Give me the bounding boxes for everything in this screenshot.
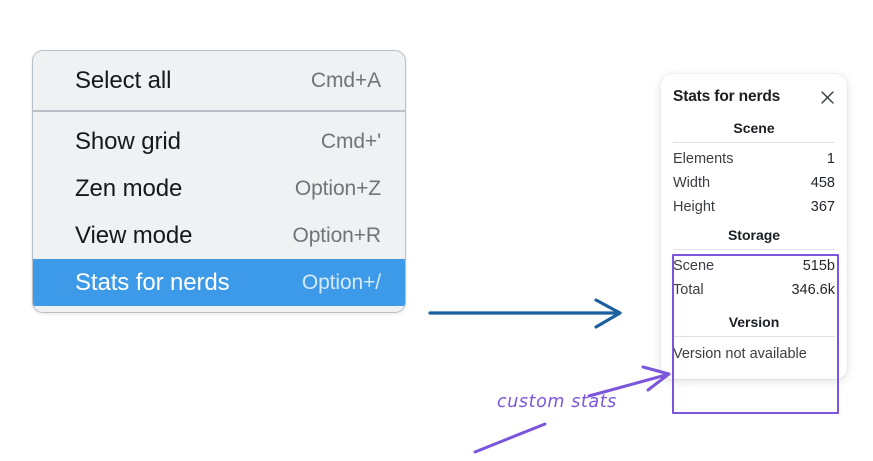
section-divider <box>673 142 835 143</box>
section-version: Version Version not available <box>661 312 847 367</box>
section-scene: Scene Elements 1 Width 458 Height 367 <box>661 118 847 219</box>
menu-group-2: Show grid Cmd+' Zen mode Option+Z View m… <box>33 110 405 312</box>
stat-label: Scene <box>673 258 715 274</box>
menu-item-zen-mode[interactable]: Zen mode Option+Z <box>33 165 405 212</box>
flow-arrow-blue <box>428 298 622 329</box>
menu-item-select-all[interactable]: Select all Cmd+A <box>33 57 405 104</box>
panel-title: Stats for nerds <box>673 88 781 105</box>
section-storage: Storage Scene 515b Total 346.6k <box>661 225 847 302</box>
stat-label: Total <box>673 282 704 298</box>
menu-item-label: Show grid <box>75 127 181 155</box>
section-heading: Storage <box>727 227 781 243</box>
menu-item-view-mode[interactable]: View mode Option+R <box>33 212 405 259</box>
stat-label: Height <box>673 199 715 215</box>
menu-item-shortcut: Option+/ <box>301 270 381 294</box>
section-divider <box>673 336 835 337</box>
stats-for-nerds-panel: Stats for nerds Scene Elements 1 Width 4… <box>661 74 847 379</box>
annotation-underline-stroke <box>473 422 547 454</box>
menu-item-shortcut: Cmd+' <box>320 129 381 153</box>
stat-row: Total 346.6k <box>661 278 847 302</box>
custom-stats-annotation-label: custom stats <box>497 392 617 412</box>
menu-item-label: Stats for nerds <box>75 268 230 296</box>
menu-item-label: View mode <box>75 221 193 249</box>
stat-row: Scene 515b <box>661 254 847 278</box>
panel-header: Stats for nerds <box>661 88 847 106</box>
section-heading: Scene <box>733 120 775 136</box>
stat-row: Elements 1 <box>661 147 847 171</box>
stat-value: 367 <box>810 199 835 215</box>
stat-row: Height 367 <box>661 195 847 219</box>
menu-item-shortcut: Option+R <box>292 223 381 247</box>
stat-label: Elements <box>673 151 734 167</box>
stat-value: 515b <box>802 258 835 274</box>
menu-item-show-grid[interactable]: Show grid Cmd+' <box>33 118 405 165</box>
stat-label: Width <box>673 175 711 191</box>
close-icon[interactable] <box>820 90 835 105</box>
stat-row: Width 458 <box>661 171 847 195</box>
section-divider <box>673 249 835 250</box>
menu-group-1: Select all Cmd+A <box>33 51 405 110</box>
menu-item-stats-for-nerds[interactable]: Stats for nerds Option+/ <box>33 259 405 306</box>
version-status-text: Version not available <box>673 346 807 362</box>
stat-value: 1 <box>826 151 835 167</box>
stat-value: 458 <box>810 175 835 191</box>
menu-item-label: Zen mode <box>75 174 183 202</box>
context-menu[interactable]: Select all Cmd+A Show grid Cmd+' Zen mod… <box>32 50 406 313</box>
menu-item-shortcut: Option+Z <box>294 176 381 200</box>
menu-item-label: Select all <box>75 66 172 94</box>
stat-value: 346.6k <box>791 282 835 298</box>
section-heading: Version <box>728 314 780 330</box>
menu-item-shortcut: Cmd+A <box>310 68 381 92</box>
